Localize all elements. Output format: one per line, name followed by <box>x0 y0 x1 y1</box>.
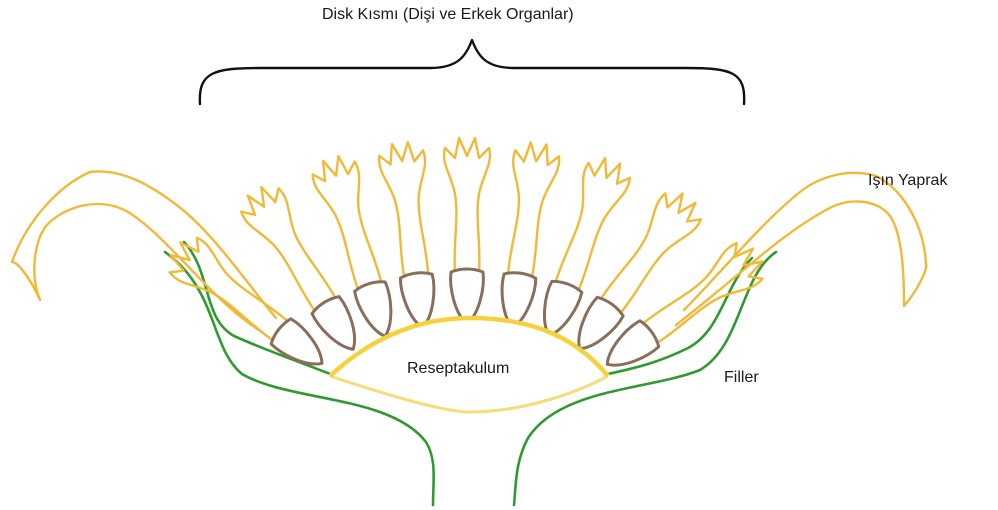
disk-label: Disk Kısmı (Dişi ve Erkek Organlar) <box>322 6 574 24</box>
ray-petal-label: Işın Yaprak <box>868 172 947 190</box>
disk-floret-1 <box>161 231 336 382</box>
bracts-label: Filler <box>724 369 759 387</box>
disk-floret-5 <box>444 138 490 324</box>
disk-floret-9 <box>594 236 771 382</box>
disk-brace <box>200 40 744 104</box>
ray-petal-left <box>12 171 276 332</box>
receptacle-label: Reseptakulum <box>407 360 509 378</box>
